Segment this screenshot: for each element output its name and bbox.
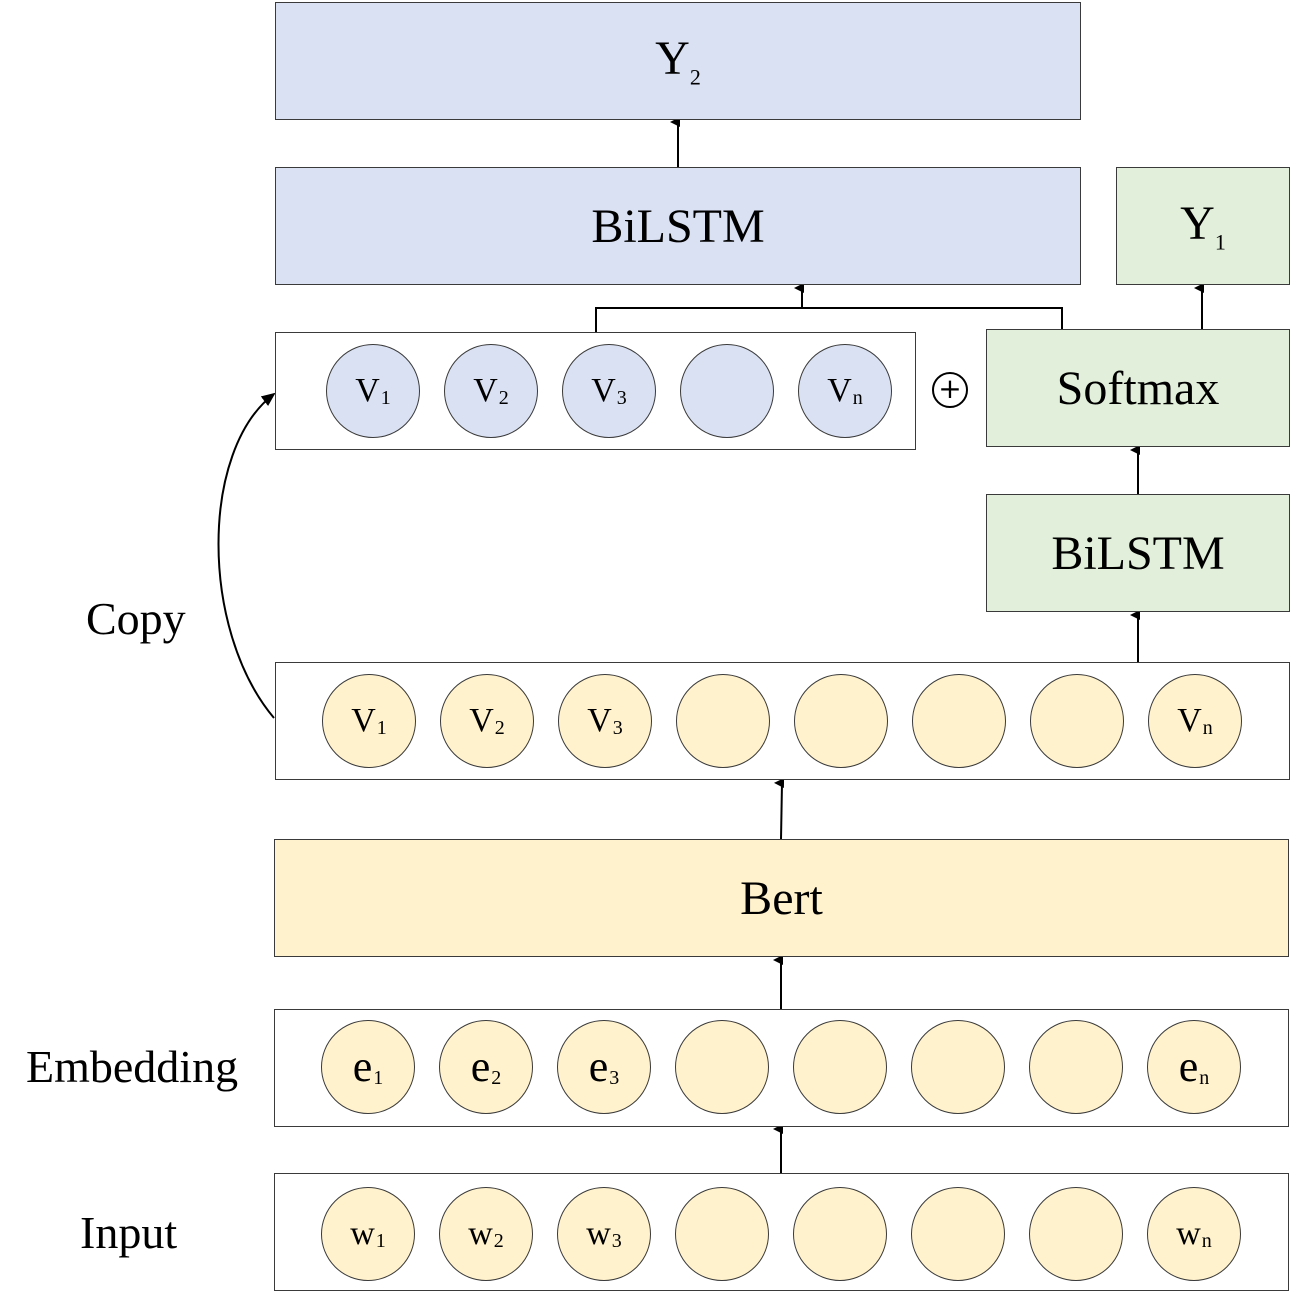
copy-label: Copy bbox=[86, 593, 186, 644]
embedding-text: e2 bbox=[470, 1042, 502, 1091]
embedding-label: Embedding bbox=[26, 1041, 239, 1092]
bert-vector-text: V3 bbox=[587, 702, 623, 739]
input-token-text: wn bbox=[1176, 1215, 1212, 1252]
input-token-node-5 bbox=[793, 1187, 887, 1281]
input-token-text: w2 bbox=[468, 1215, 504, 1252]
bilstm-top-box: BiLSTM bbox=[275, 167, 1081, 285]
embedding-node-3: e3 bbox=[557, 1020, 651, 1114]
embedding-node-4 bbox=[675, 1020, 769, 1114]
input-token-node-2: w2 bbox=[439, 1187, 533, 1281]
bert-label: Bert bbox=[740, 871, 823, 925]
bilstm-top-label: BiLSTM bbox=[591, 199, 765, 253]
embedding-box bbox=[274, 1009, 1289, 1127]
copied-vector-node-4 bbox=[680, 344, 774, 438]
copied-vector-text: V1 bbox=[355, 372, 391, 409]
y2-label: Y2 bbox=[655, 32, 701, 90]
bilstm-right-box: BiLSTM bbox=[986, 494, 1290, 612]
bert-box: Bert bbox=[274, 839, 1289, 957]
input-box bbox=[274, 1173, 1289, 1291]
input-token-text: w3 bbox=[586, 1215, 622, 1252]
embedding-text: e3 bbox=[588, 1042, 620, 1091]
bert-vector-node-2: V2 bbox=[440, 674, 534, 768]
bilstm-right-label: BiLSTM bbox=[1051, 526, 1225, 580]
bert-vector-text: V2 bbox=[469, 702, 505, 739]
embedding-node-2: e2 bbox=[439, 1020, 533, 1114]
embedding-text bbox=[1076, 1045, 1077, 1089]
bert-vector-text bbox=[959, 704, 960, 738]
bert-vector-node-7 bbox=[1030, 674, 1124, 768]
bert-vector-node-3: V3 bbox=[558, 674, 652, 768]
input-token-node-8: wn bbox=[1147, 1187, 1241, 1281]
copied-vector-text: Vn bbox=[827, 372, 863, 409]
bert-vector-node-4 bbox=[676, 674, 770, 768]
input-label: Input bbox=[80, 1207, 178, 1258]
copied-vector-node-5: Vn bbox=[798, 344, 892, 438]
embedding-text bbox=[722, 1045, 723, 1089]
bert-vector-node-5 bbox=[794, 674, 888, 768]
softmax-box: Softmax bbox=[986, 329, 1290, 447]
bert-vector-text bbox=[841, 704, 842, 738]
bert-vector-node-8: Vn bbox=[1148, 674, 1242, 768]
copy-arrow bbox=[217, 392, 276, 719]
input-token-text: w1 bbox=[350, 1215, 386, 1252]
y2-output-box: Y2 bbox=[275, 2, 1081, 120]
embedding-text: en bbox=[1178, 1042, 1210, 1091]
input-token-text bbox=[1076, 1217, 1077, 1251]
bert-vector-text: Vn bbox=[1177, 702, 1213, 739]
embedding-text bbox=[840, 1045, 841, 1089]
embedding-node-5 bbox=[793, 1020, 887, 1114]
embedding-node-8: en bbox=[1147, 1020, 1241, 1114]
input-token-node-6 bbox=[911, 1187, 1005, 1281]
y1-label: Y1 bbox=[1180, 197, 1226, 255]
concat-symbol: + bbox=[932, 372, 968, 408]
embedding-node-1: e1 bbox=[321, 1020, 415, 1114]
input-token-text bbox=[958, 1217, 959, 1251]
copied-vector-text: V2 bbox=[473, 372, 509, 409]
embedding-node-6 bbox=[911, 1020, 1005, 1114]
copied-vector-node-2: V2 bbox=[444, 344, 538, 438]
copied-vector-text bbox=[727, 374, 728, 408]
input-token-node-7 bbox=[1029, 1187, 1123, 1281]
embedding-text: e1 bbox=[352, 1042, 384, 1091]
arrow-bert-to-vectors bbox=[774, 778, 785, 840]
copied-vector-node-3: V3 bbox=[562, 344, 656, 438]
y1-output-box: Y1 bbox=[1116, 167, 1290, 285]
copied-vector-node-1: V1 bbox=[326, 344, 420, 438]
copied-vector-text: V3 bbox=[591, 372, 627, 409]
bert-vector-text bbox=[723, 704, 724, 738]
input-token-text bbox=[840, 1217, 841, 1251]
bert-vector-text bbox=[1077, 704, 1078, 738]
bert-vector-text: V1 bbox=[351, 702, 387, 739]
input-token-text bbox=[722, 1217, 723, 1251]
embedding-node-7 bbox=[1029, 1020, 1123, 1114]
bert-vector-node-1: V1 bbox=[322, 674, 416, 768]
embedding-text bbox=[958, 1045, 959, 1089]
input-token-node-3: w3 bbox=[557, 1187, 651, 1281]
bert-vectors-box bbox=[275, 662, 1290, 780]
bert-vector-node-6 bbox=[912, 674, 1006, 768]
input-token-node-1: w1 bbox=[321, 1187, 415, 1281]
softmax-label: Softmax bbox=[1056, 361, 1220, 415]
input-token-node-4 bbox=[675, 1187, 769, 1281]
